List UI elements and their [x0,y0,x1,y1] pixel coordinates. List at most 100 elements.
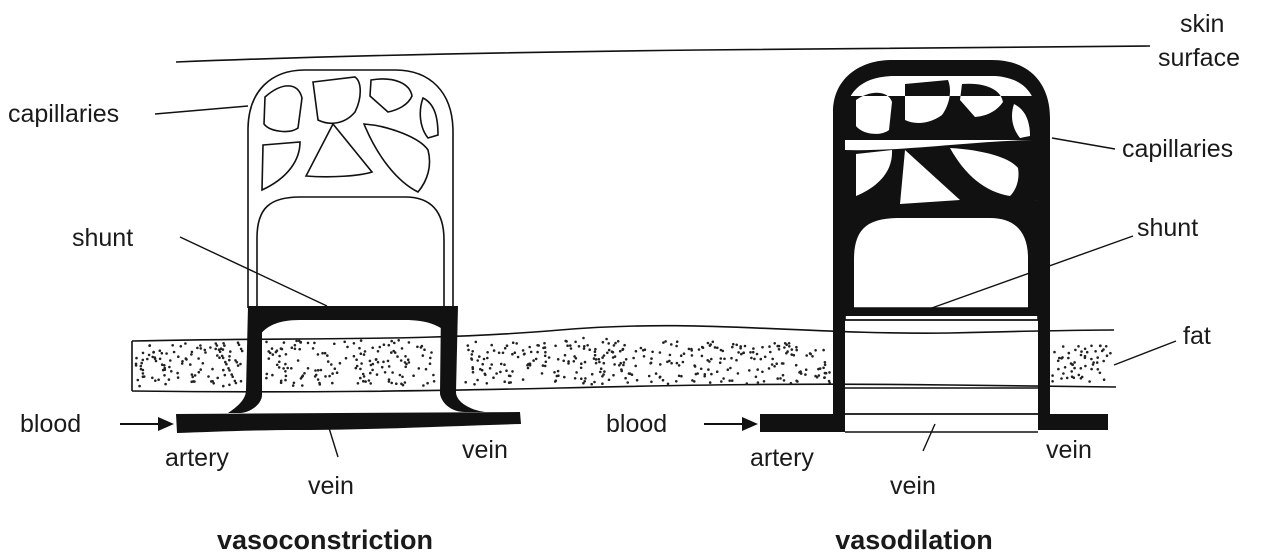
capillary-loop-inner-left [257,197,444,306]
fat-dot [809,352,812,355]
fat-dot [822,349,825,352]
fat-dot [583,347,586,350]
fat-dot [795,364,798,367]
fat-dot [379,346,382,349]
fat-dot [603,362,606,365]
fat-dot [562,360,565,363]
fat-dot [320,369,323,372]
fat-dot [804,373,807,376]
capillary-mesh-left [364,124,430,192]
capillary-mesh-left [313,77,360,123]
fat-dot [624,377,627,380]
fat-dot [293,382,296,385]
fat-dot [517,356,520,359]
fat-dot [749,351,752,354]
fat-dot [707,368,710,371]
fat-dot [401,376,404,379]
fat-dot [511,370,514,373]
fat-dot [357,382,360,385]
fat-dot [793,354,796,357]
fat-dot [511,353,514,356]
fat-dot [327,360,330,363]
fat-dot [729,367,732,370]
fat-dot [614,342,617,345]
fat-dot [737,351,740,354]
fat-dot [542,364,545,367]
fat-dot [475,341,478,344]
fat-dot [396,355,399,358]
capillaries-label-left: capillaries [8,100,119,128]
fat-dot [478,355,481,358]
fat-dot [1105,345,1108,348]
fat-dot [471,353,474,356]
fat-dot [504,347,507,350]
fat-dot [140,365,143,368]
fat-leader [1114,341,1176,365]
fat-dot [532,359,535,362]
fat-dot [426,382,429,385]
fat-dot [185,357,188,360]
fat-dot [272,353,275,356]
fat-dot [181,360,184,363]
fat-dot [824,364,827,367]
vein-leader-left [329,428,338,457]
fat-dot [377,361,380,364]
fat-dot [722,350,725,353]
fat-dot [1094,350,1097,353]
fat-dot [151,377,154,380]
fat-dot [222,385,225,388]
fat-dot [1101,350,1104,353]
fat-dot [655,372,658,375]
fat-dot [404,366,407,369]
fat-dot [1084,348,1087,351]
fat-dot [643,355,646,358]
fat-dot [771,363,774,366]
fat-dot [484,374,487,377]
fat-dot [678,364,681,367]
fat-dot [265,377,268,380]
fat-dot [369,360,372,363]
fat-dot [598,358,601,361]
fat-dot [730,357,733,360]
fat-dot [364,380,367,383]
fat-dot [632,357,635,360]
fat-dot [290,367,293,370]
fat-dot [302,374,305,377]
fat-dot [761,371,764,374]
fat-dot [769,351,772,354]
fat-dot [716,347,719,350]
fat-dot [708,360,711,363]
fat-dot [670,362,673,365]
capillary-loop-outline-left [248,70,453,308]
fat-dot [363,375,366,378]
fat-dot [307,367,310,370]
fat-dot [199,344,202,347]
capillary-mesh-left [370,79,412,112]
vasodilation-vessels [760,60,1108,432]
fat-dot [595,358,598,361]
fat-dot [486,351,489,354]
fat-dot [294,348,297,351]
fat-dot [181,362,184,365]
fat-dot [544,351,547,354]
fat-dot [282,367,285,370]
caption-vasoconstriction: vasoconstriction [217,525,433,555]
fat-dot [152,351,155,354]
fat-dot [606,352,609,355]
fat-dot [429,362,432,365]
fat-dot [757,381,760,384]
fat-dot [135,363,138,366]
fat-dot [300,341,303,344]
fat-dot [467,344,470,347]
fat-dot [375,358,378,361]
blood-label-left: blood [20,410,81,438]
fat-dot [368,379,371,382]
fat-dot [393,342,396,345]
fat-dot [675,380,678,383]
fat-dot [548,356,551,359]
shunt-leader-left [180,237,327,306]
fat-dot [204,351,207,354]
fat-dot [698,348,701,351]
fat-dot [506,344,509,347]
fat-dot [404,381,407,384]
